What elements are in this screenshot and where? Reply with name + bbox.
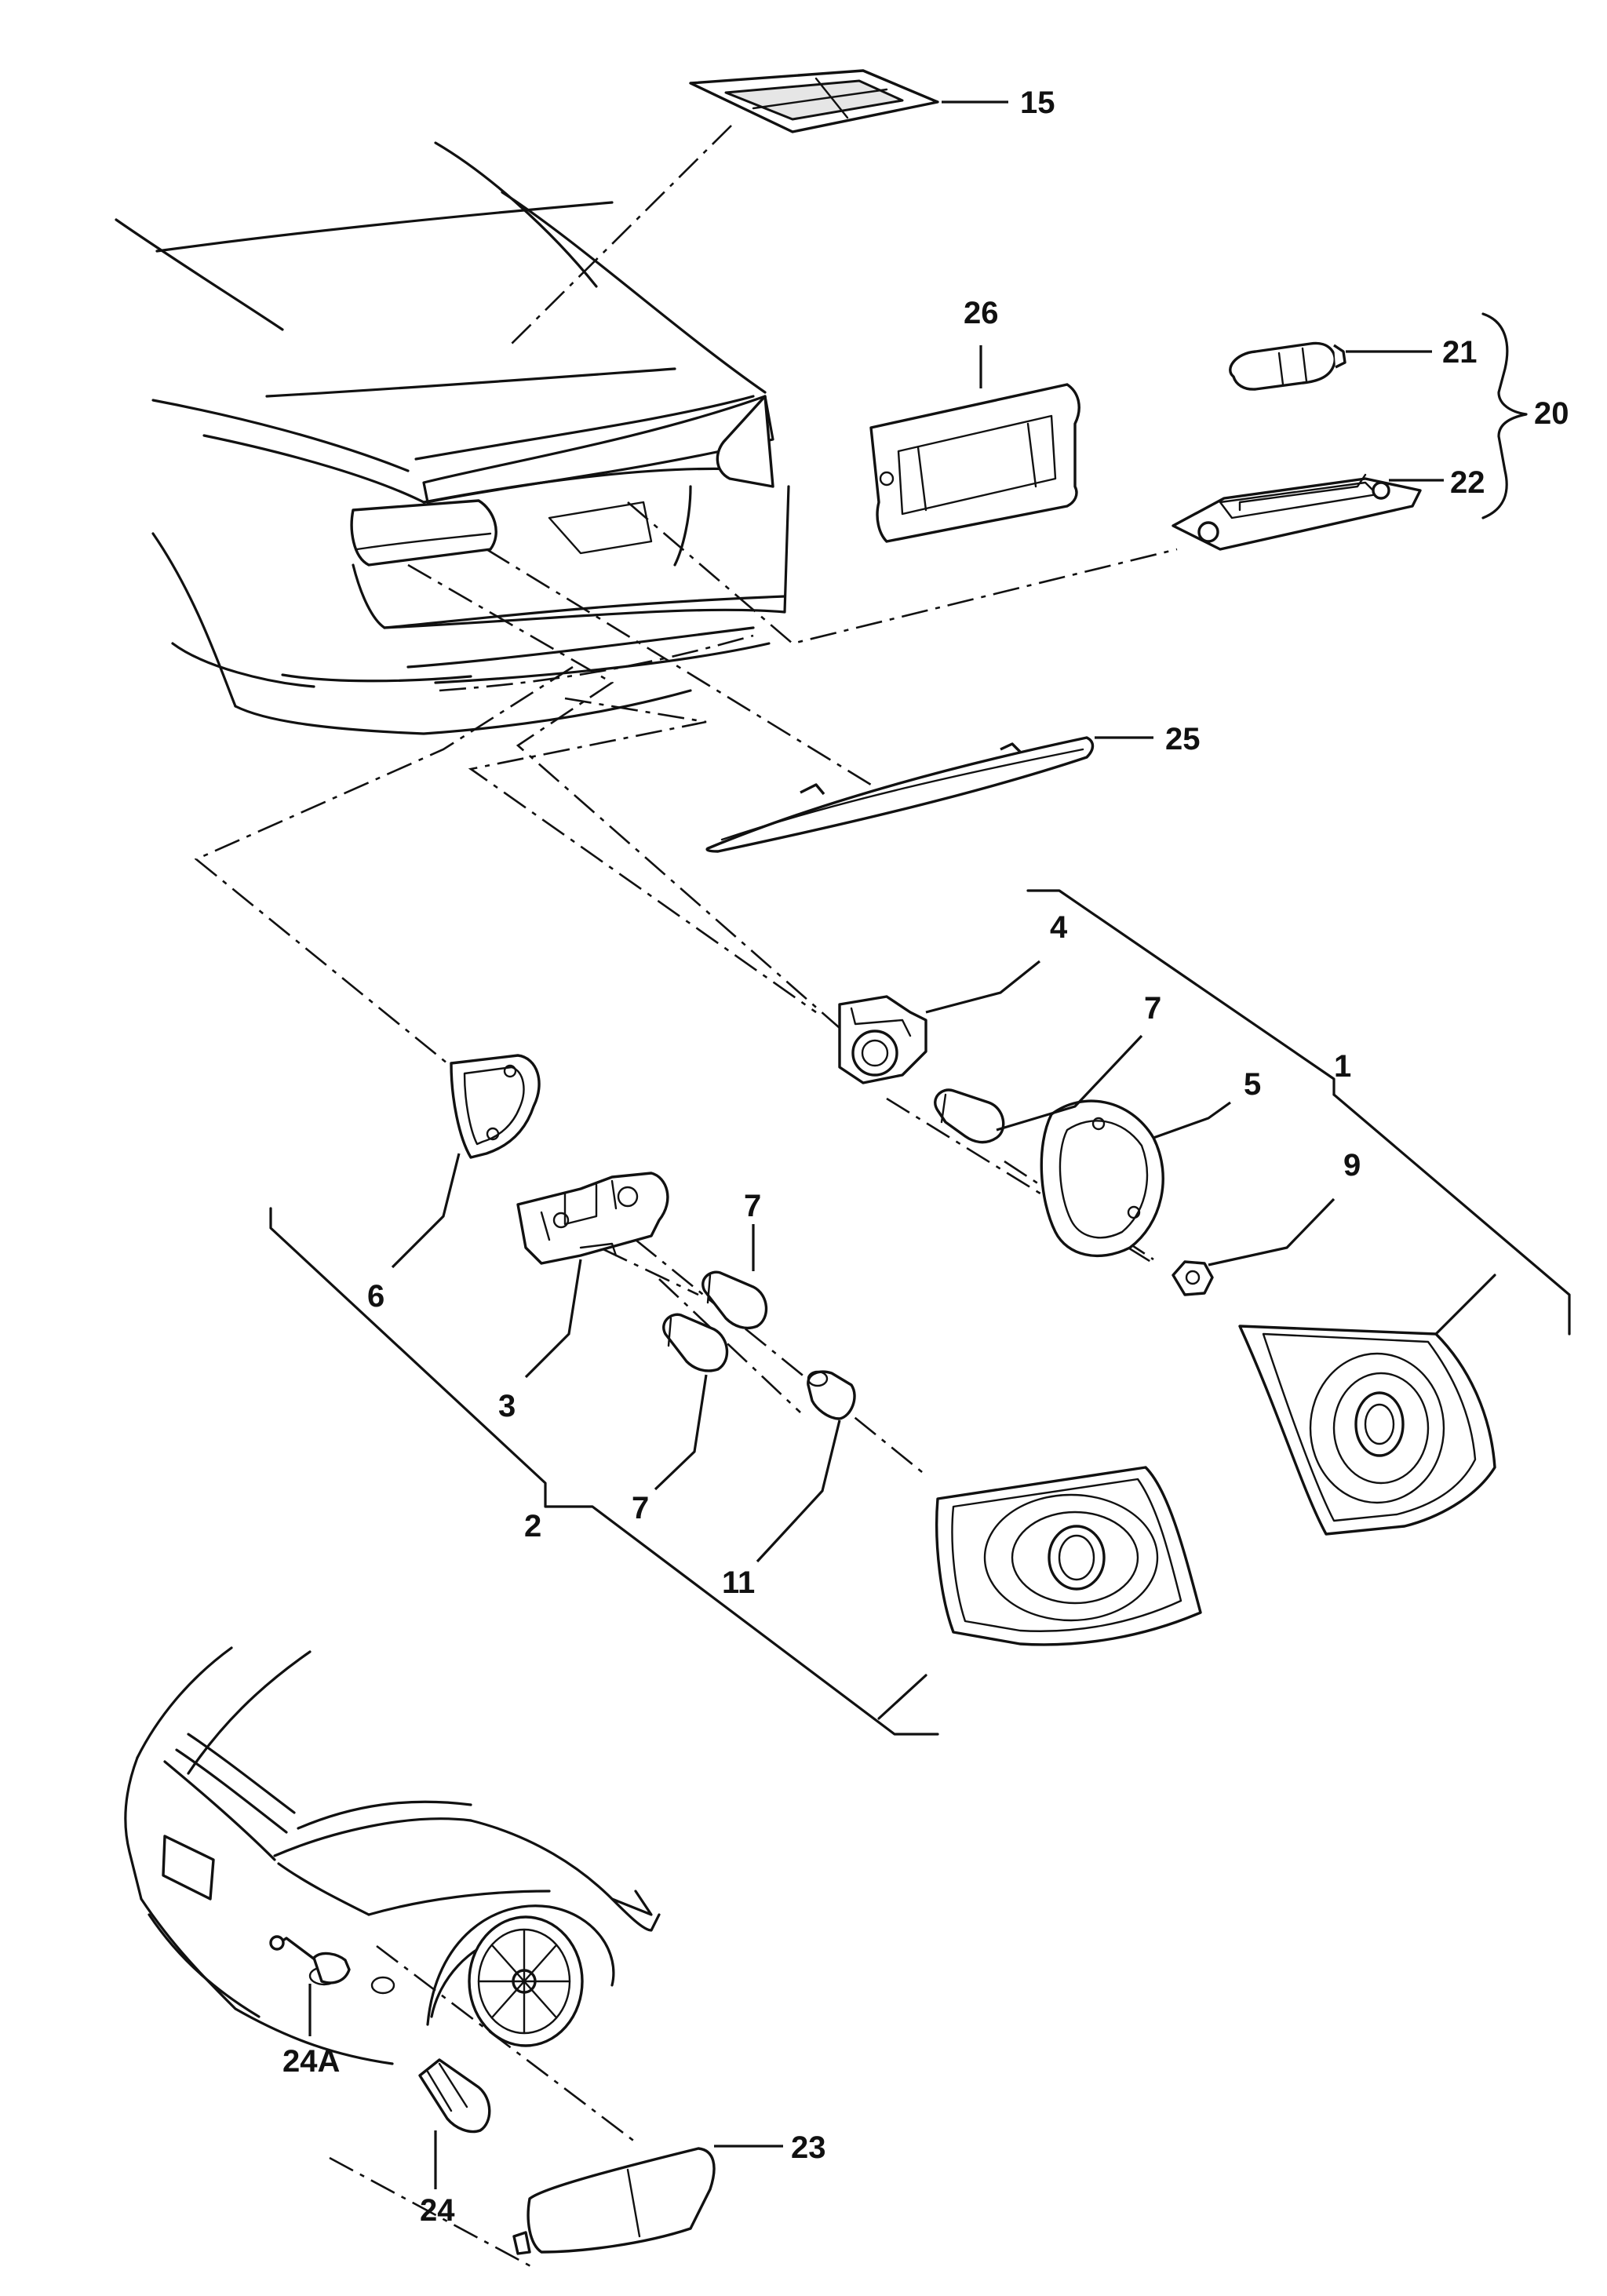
callout-6[interactable]: 6 [367,1279,384,1314]
callout-7-low[interactable]: 7 [632,1491,649,1525]
part-24-bulb[interactable] [418,2058,491,2134]
car-front-illustration [124,1646,661,2065]
part-1-inner-tail-light[interactable] [1238,1325,1496,1536]
callout-3[interactable]: 3 [498,1389,516,1423]
callout-24A[interactable]: 24A [282,2044,340,2079]
part-15-lamp-housing[interactable] [689,69,939,133]
part-2-outer-tail-light[interactable] [935,1466,1202,1646]
callout-7-top[interactable]: 7 [1144,991,1161,1026]
callout-20[interactable]: 20 [1534,396,1569,431]
callout-24[interactable]: 24 [420,2193,455,2228]
part-6-gasket[interactable] [450,1054,541,1159]
part-7-bulb-mid[interactable] [701,1270,768,1330]
part-3-bulb-carrier[interactable] [516,1172,669,1265]
callout-23[interactable]: 23 [791,2130,826,2165]
callout-7-mid[interactable]: 7 [744,1189,761,1223]
callout-25[interactable]: 25 [1165,722,1201,756]
part-26-plate-bracket[interactable] [869,383,1080,543]
part-5-gasket[interactable] [1040,1099,1164,1258]
assembly-leader-lines [194,125,1178,2269]
part-25-brake-light[interactable] [705,736,1095,853]
callout-26[interactable]: 26 [964,296,999,330]
part-23-side-marker[interactable] [512,2147,716,2255]
callout-labels: 15 26 21 20 22 25 4 7 1 5 9 6 3 7 7 2 11… [282,86,1569,2228]
part-7-bulb-top[interactable] [934,1088,1005,1144]
part-21-festoon-bulb[interactable] [1229,341,1346,391]
callout-15[interactable]: 15 [1020,86,1055,120]
callout-22[interactable]: 22 [1450,465,1485,500]
callout-2[interactable]: 2 [524,1509,541,1543]
group-brackets [269,312,1571,1736]
part-4-bulb-holder[interactable] [838,995,927,1084]
part-11-bulb[interactable] [807,1370,856,1420]
car-rear-illustration [115,141,790,735]
callout-9[interactable]: 9 [1343,1148,1361,1183]
callout-1[interactable]: 1 [1334,1049,1351,1084]
callout-11[interactable]: 11 [722,1565,755,1600]
callout-21[interactable]: 21 [1442,335,1478,370]
callout-4[interactable]: 4 [1050,910,1068,945]
part-24A-bulb[interactable] [269,1935,351,1984]
callout-leaders [308,100,1444,2189]
part-9-nut[interactable] [1172,1260,1214,1296]
part-22-license-lamp[interactable] [1172,473,1422,551]
part-7-bulb-low[interactable] [662,1313,729,1372]
callout-5[interactable]: 5 [1244,1067,1261,1102]
